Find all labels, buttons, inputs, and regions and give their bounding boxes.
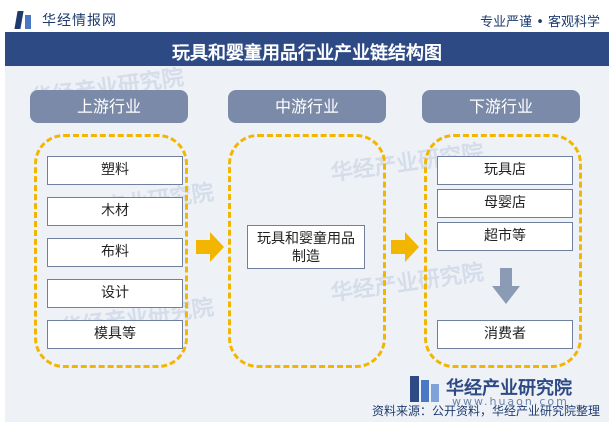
midstream-item-line1: 玩具和婴童用品	[257, 231, 355, 247]
logo: 华经情报网	[14, 10, 117, 30]
upstream-header: 上游行业	[30, 90, 188, 123]
right-arrow-icon	[196, 232, 224, 262]
downstream-item-consumer: 消费者	[437, 320, 573, 349]
upstream-item-design: 设计	[47, 279, 183, 308]
title-bar: 玩具和婴童用品行业产业链结构图	[5, 32, 609, 66]
down-arrow-icon	[492, 268, 520, 304]
midstream-item-line2: 制造	[292, 249, 320, 265]
watermark-logo: 华经产业研究院	[410, 372, 572, 402]
midstream-item-manufacturing: 玩具和婴童用品 制造	[247, 225, 365, 269]
watermark-url: www.huaon.com	[452, 395, 569, 408]
downstream-group	[424, 134, 582, 368]
right-arrow-icon	[391, 232, 419, 262]
upstream-item-fabric: 布料	[47, 238, 183, 267]
midstream-header: 中游行业	[228, 90, 386, 123]
source-note: 资料来源：公开资料，华经产业研究院整理	[371, 404, 600, 418]
downstream-item-baby-store: 母婴店	[437, 189, 573, 218]
watermark-brand-text: 华经产业研究院	[446, 378, 572, 399]
upstream-item-molds: 模具等	[47, 320, 183, 349]
page-title: 玩具和婴童用品行业产业链结构图	[172, 43, 442, 64]
logo-icon	[14, 11, 34, 29]
downstream-item-supermarket: 超市等	[437, 222, 573, 251]
upstream-item-wood: 木材	[47, 197, 183, 226]
upstream-group	[34, 134, 188, 368]
logo-text: 华经情报网	[42, 13, 117, 29]
downstream-item-toy-store: 玩具店	[437, 156, 573, 185]
downstream-header: 下游行业	[422, 90, 580, 123]
upstream-item-plastic: 塑料	[47, 156, 183, 185]
midstream-group	[228, 134, 386, 368]
watermark-logo-icon	[410, 372, 440, 402]
slogan: 专业严谨 • 客观科学	[480, 15, 600, 30]
